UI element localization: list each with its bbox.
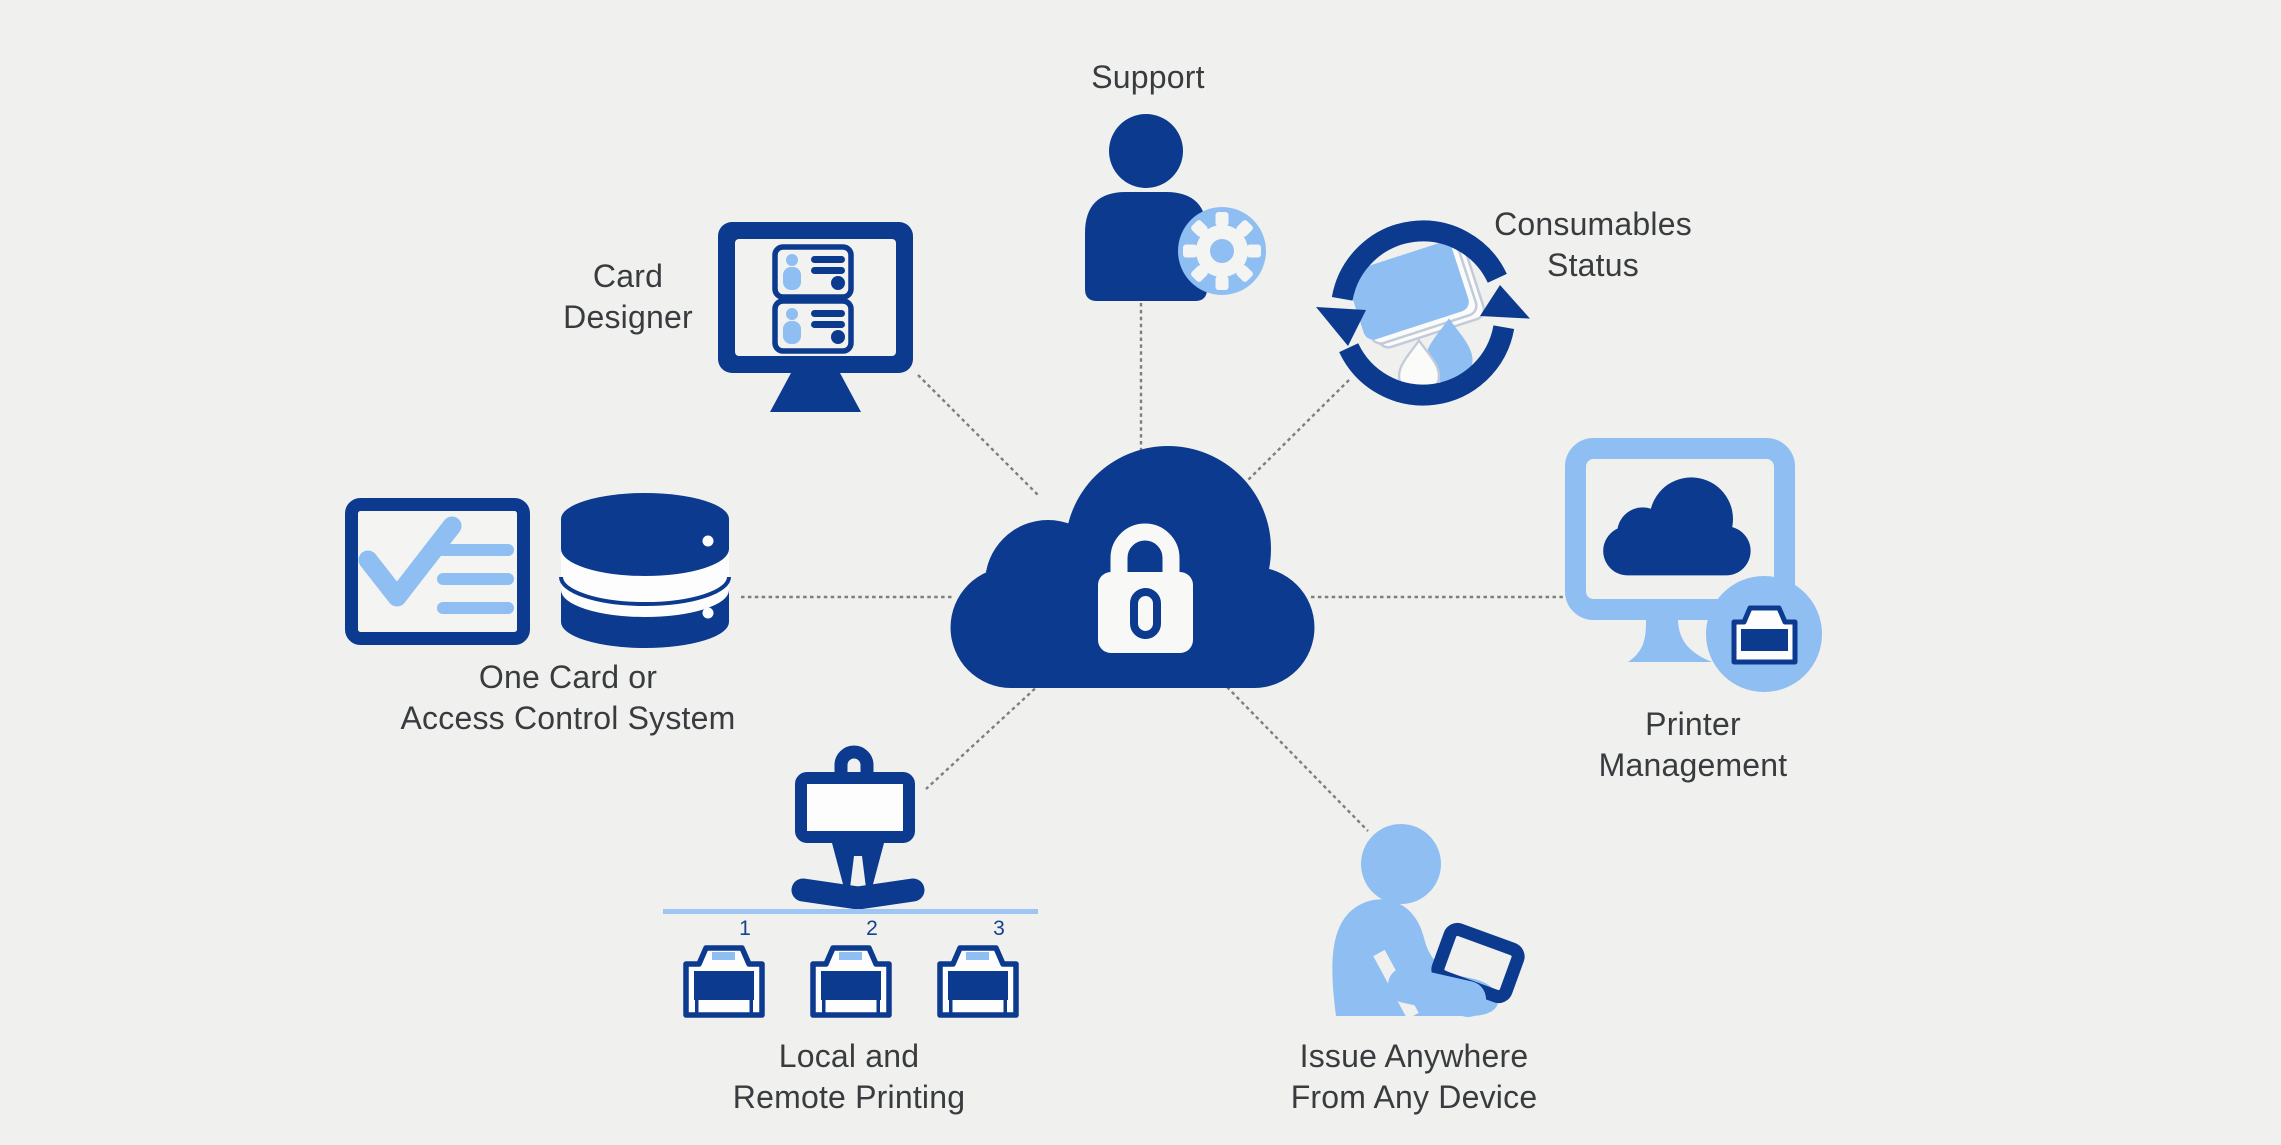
checklist-icon (345, 498, 530, 645)
label-line: Printer (1645, 706, 1741, 742)
support-person-icon (1085, 114, 1266, 301)
label-one-card-access-control: One Card or Access Control System (348, 657, 788, 739)
connector-local-remote (925, 683, 1041, 790)
printer-icon (686, 948, 762, 1015)
label-support: Support (928, 57, 1368, 98)
connector-card-designer (917, 374, 1040, 497)
label-line: Access Control System (400, 700, 736, 736)
label-printer-management: Printer Management (1473, 704, 1913, 786)
label-card-designer: Card Designer (408, 256, 848, 338)
label-line: From Any Device (1290, 1079, 1538, 1115)
id-card (772, 244, 854, 300)
printer-number: 3 (993, 917, 1005, 940)
lock-icon (1098, 523, 1193, 653)
label-line: Card (592, 258, 664, 294)
label-consumables-status: Consumables Status (1373, 204, 1813, 286)
label-line: Designer (563, 299, 693, 335)
printer-number: 1 (739, 917, 751, 940)
consumables-cycle-icon (1316, 220, 1530, 406)
secure-cloud-icon (950, 446, 1315, 688)
database-icon (559, 493, 731, 648)
id-card (772, 298, 854, 354)
label-line: Status (1547, 247, 1639, 283)
one-card-icons (345, 493, 731, 648)
label-local-remote-printing: Local and Remote Printing (629, 1036, 1069, 1118)
gear-icon (1178, 207, 1266, 295)
label-issue-anywhere: Issue Anywhere From Any Device (1194, 1036, 1634, 1118)
printer-management-monitor-icon (1565, 438, 1822, 692)
printer-number: 2 (866, 917, 878, 940)
printers-row (686, 948, 1016, 1015)
connector-lines (741, 303, 1563, 832)
label-line: Local and (778, 1038, 920, 1074)
label-line: One Card or (478, 659, 658, 695)
label-line: Remote Printing (732, 1079, 966, 1115)
connector-issue-anywhere (1226, 686, 1369, 832)
label-line: Consumables (1494, 206, 1692, 242)
recycle-arrows-icon (1316, 220, 1530, 406)
cloud-icon (1603, 477, 1751, 576)
ink-drop-icon (1397, 318, 1473, 397)
label-line: Issue Anywhere (1299, 1038, 1529, 1074)
card-designer-monitor-icon (718, 222, 913, 412)
connector-consumables (1242, 379, 1350, 486)
easel-icon (791, 745, 925, 910)
card-stack-icon (1347, 242, 1486, 349)
printer-icon (940, 948, 1016, 1015)
printer-icon (813, 948, 889, 1015)
label-line: Management (1598, 747, 1788, 783)
label-line: Support (1091, 59, 1205, 95)
printer-badge-icon (1706, 576, 1822, 692)
person-tablet-icon (1332, 824, 1525, 1020)
printing-divider-line (663, 909, 1038, 914)
